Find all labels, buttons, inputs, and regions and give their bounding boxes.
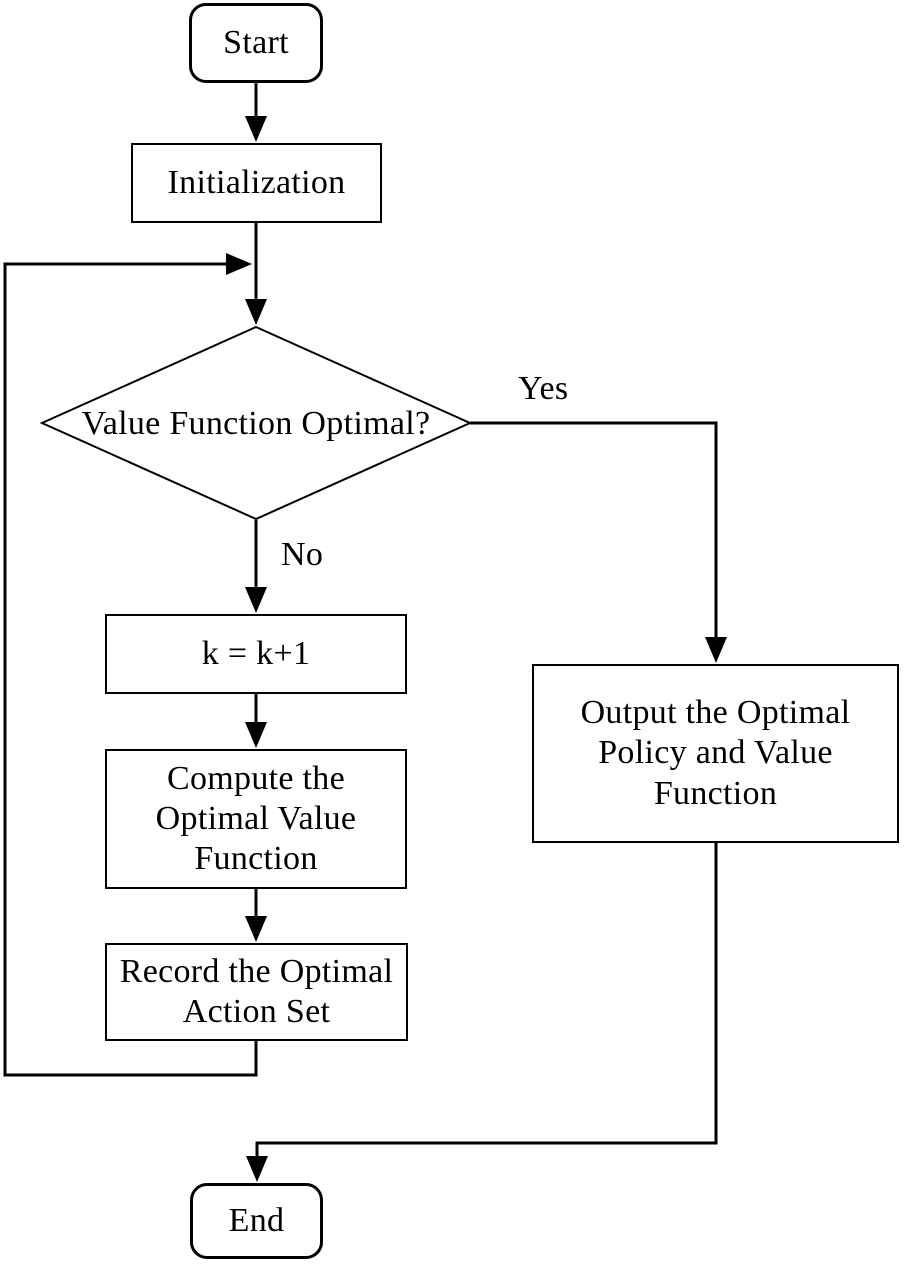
arrowhead-output-to-end (246, 1156, 268, 1182)
end-node: End (190, 1183, 323, 1259)
record-actions-node: Record the Optimal Action Set (105, 943, 408, 1041)
record-actions-node-label: Record the Optimal Action Set (119, 952, 394, 1030)
arrowhead-start-to-init (245, 116, 267, 142)
arrowhead-no-branch (245, 587, 267, 613)
end-node-label: End (228, 1201, 285, 1239)
no-edge-label: No (281, 536, 324, 573)
decision-node: Value Function Optimal? (42, 327, 470, 520)
yes-edge-label: Yes (518, 370, 569, 407)
decision-diamond-shape (39, 325, 473, 521)
arrowhead-yes-branch (705, 637, 727, 663)
initialization-node-label: Initialization (167, 163, 346, 201)
arrowhead-compute-to-record (245, 916, 267, 942)
arrowhead-loop-junction (226, 253, 252, 275)
arrowhead-init-to-decision (245, 299, 267, 325)
output-policy-node-label: Output the Optimal Policy and Value Func… (580, 694, 851, 812)
edge-loop-back (3, 262, 258, 1077)
output-policy-node: Output the Optimal Policy and Value Func… (532, 664, 899, 843)
k-increment-node-label: k = k+1 (201, 634, 311, 672)
k-increment-node: k = k+1 (105, 614, 407, 694)
edge-yes-branch (470, 421, 718, 638)
start-node-label: Start (223, 23, 289, 61)
arrowhead-k-to-compute (245, 722, 267, 748)
compute-value-node: Compute the Optimal Value Function (105, 749, 407, 889)
start-node: Start (189, 3, 323, 83)
decision-node-label: Value Function Optimal? (81, 404, 431, 442)
edge-output-to-end (255, 843, 718, 1157)
compute-value-node-label: Compute the Optimal Value Function (155, 759, 357, 878)
initialization-node: Initialization (131, 143, 382, 223)
